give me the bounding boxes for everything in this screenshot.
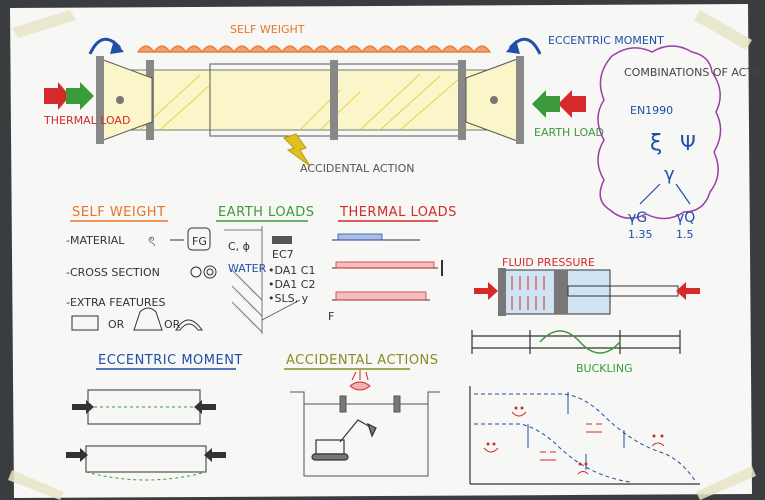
or-label-1: OR — [108, 318, 125, 331]
cross-section-ring-inner-icon — [206, 268, 214, 276]
earth-load-arrows — [532, 90, 586, 118]
combination-arrows — [639, 183, 691, 205]
gamma-q-symbol: γQ — [676, 210, 695, 226]
psi-symbol: Ψ — [680, 131, 696, 155]
soil-hatching — [224, 226, 301, 334]
risk-curve-lower — [474, 423, 631, 483]
support-icon — [133, 307, 163, 331]
or-label-2: OR — [164, 318, 181, 331]
da1c1-label: •DA1 C1 — [268, 264, 315, 277]
thermal-load-label: THERMAL LOAD — [43, 114, 130, 127]
thermal-force-label: F — [328, 310, 334, 323]
ec7-box — [272, 236, 292, 244]
sls-label: •SLS, y — [268, 292, 309, 305]
gamma-g-value: 1.35 — [628, 228, 653, 241]
buckling-label: BUCKLING — [576, 362, 633, 375]
cross-section-ring-icon — [203, 265, 217, 279]
water-label: WATER — [228, 262, 267, 275]
left-moment-arrowhead — [110, 40, 124, 54]
fg-label: FG — [192, 235, 207, 248]
saddle-icon — [175, 319, 203, 331]
eccentric-right-arrow-top — [194, 400, 216, 414]
fluid-pressure-label: FLUID PRESSURE — [502, 256, 595, 269]
neutral-face-icon-2 — [540, 451, 556, 461]
fluid-piston — [554, 270, 568, 314]
right-moment-arrowhead — [506, 40, 520, 54]
sad-face-icon — [651, 434, 665, 447]
thermal-hatching — [335, 233, 435, 301]
eccentric-right-arrow-bottom — [204, 448, 226, 462]
material-item: -MATERIAL — [66, 234, 125, 247]
fluid-right-arrow — [676, 282, 700, 300]
tape-bottom-right — [696, 466, 756, 500]
eccentric-moment-title: ECCENTRIC MOMENT — [98, 353, 243, 368]
combinations-cloud — [597, 45, 722, 220]
pressure-arrows — [511, 276, 545, 310]
happy-face-icon — [511, 406, 527, 417]
eccentric-moment-top-label: ECCENTRIC MOMENT — [548, 34, 664, 47]
xi-symbol: ξ — [650, 131, 662, 156]
eccentric-left-arrow-top — [72, 400, 94, 414]
left-end-cap — [96, 56, 153, 144]
self-weight-top-label: SELF WEIGHT — [230, 23, 305, 36]
trench — [290, 391, 440, 477]
sad-face-icon-2 — [577, 462, 589, 475]
neutral-face-icon — [586, 423, 602, 433]
thermal-loads-title: THERMAL LOADS — [339, 205, 457, 220]
eccentric-deflection-curve — [85, 471, 207, 481]
da1c2-label: •DA1 C2 — [268, 278, 315, 291]
gamma-symbol: γ — [664, 164, 675, 185]
tape-top-left — [12, 10, 76, 38]
extra-features-item: -EXTRA FEATURES — [66, 296, 166, 309]
c-phi-label: C, ϕ — [228, 240, 250, 253]
earth-load-label: EARTH LOAD — [534, 126, 604, 139]
ec7-label: EC7 — [272, 248, 294, 261]
happy-face-icon-2 — [483, 442, 499, 453]
fluid-cylinder-cap — [498, 268, 506, 316]
feather-icon: ৎ — [148, 234, 155, 250]
weight-icon — [187, 227, 211, 251]
combinations-code: EN1990 — [630, 104, 673, 117]
eccentric-beam-bottom — [85, 445, 207, 473]
excavator-icon — [311, 419, 377, 461]
fluid-left-arrow — [474, 282, 498, 300]
tape-bottom-left — [8, 470, 64, 500]
accidental-actions-title: ACCIDENTAL ACTIONS — [286, 353, 439, 368]
risk-graph-axes — [469, 386, 700, 485]
eccentric-left-arrow-bottom — [66, 448, 88, 462]
pipe-segment-icon — [71, 315, 99, 331]
accidental-action-lightning-icon — [283, 133, 311, 167]
self-weight-title: SELF WEIGHT — [72, 205, 166, 220]
risk-graph-markers — [527, 392, 625, 470]
earth-loads-title: EARTH LOADS — [218, 205, 314, 220]
cross-section-solid-icon — [190, 266, 202, 278]
combinations-title: COMBINATIONS OF ACTIONS — [624, 66, 765, 79]
tape-top-right — [694, 10, 752, 50]
burst-pipe-icon — [349, 370, 371, 391]
self-weight-load-bumps — [136, 45, 492, 54]
right-end-cap — [465, 56, 524, 144]
gamma-q-value: 1.5 — [676, 228, 694, 241]
gamma-g-symbol: γG — [628, 210, 647, 226]
accidental-action-label: ACCIDENTAL ACTION — [300, 162, 414, 175]
cross-section-item: -CROSS SECTION — [66, 266, 160, 279]
thermal-load-arrows — [44, 82, 94, 110]
buckling-curve — [539, 330, 621, 354]
